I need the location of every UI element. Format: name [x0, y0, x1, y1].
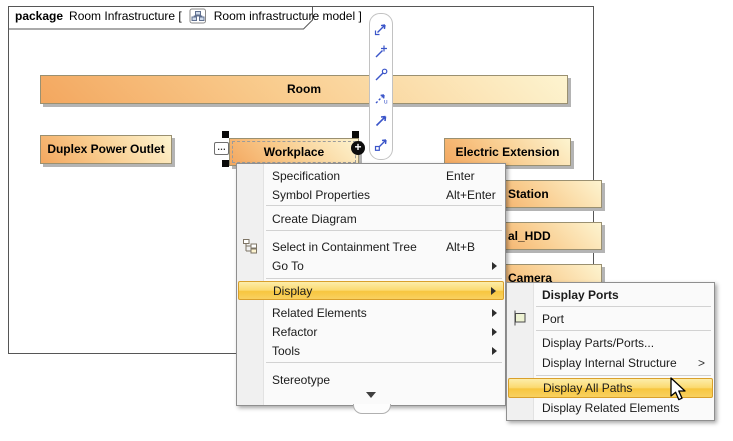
frame-keyword: package: [15, 9, 64, 23]
smart-add-button[interactable]: +: [351, 141, 365, 155]
node-duplex-power-outlet[interactable]: Duplex Power Outlet: [40, 135, 172, 164]
menu-item-display[interactable]: Display: [238, 281, 504, 300]
class-diagram-icon: [189, 8, 207, 24]
submenu-item-display-parts-ports[interactable]: Display Parts/Ports...: [542, 336, 655, 350]
menu-separator: [266, 362, 502, 363]
menu-item-stereotype[interactable]: Stereotype: [272, 372, 331, 387]
selection-handle-top-right[interactable]: [352, 131, 359, 138]
dependency-arrow-icon[interactable]: [373, 113, 389, 129]
usage-dependency-icon[interactable]: u: [373, 90, 389, 106]
menu-item-tools[interactable]: Tools: [238, 341, 504, 360]
workplace-label: Workplace: [263, 145, 325, 159]
port-icon: [511, 310, 529, 331]
menu-separator: [266, 278, 502, 279]
menu-separator: [536, 306, 711, 307]
shortcut-label: Enter: [446, 168, 475, 183]
submenu-arrow-icon: [492, 308, 497, 317]
provided-interface-icon[interactable]: [373, 67, 389, 83]
selection-handle-top-left[interactable]: [222, 131, 229, 138]
menu-separator: [266, 230, 502, 231]
node-electric-extension[interactable]: Electric Extension: [444, 138, 571, 166]
menu-scroll-bump: [353, 404, 391, 414]
menu-separator: [536, 375, 711, 376]
diagram-name: Room infrastructure model ]: [213, 9, 362, 23]
compartments-button[interactable]: …: [214, 142, 229, 155]
submenu-item-display-all-paths[interactable]: Display All Paths: [508, 378, 713, 398]
submenu-item-display-internal-structure[interactable]: Display Internal Structure >: [542, 356, 705, 370]
submenu-arrow-icon: [492, 327, 497, 336]
menu-item-symbol-properties[interactable]: Symbol Properties Alt+Enter: [272, 187, 496, 202]
menu-separator: [266, 205, 502, 206]
node-workplace[interactable]: Workplace: [229, 138, 359, 166]
menu-item-related-elements[interactable]: Related Elements: [238, 303, 504, 322]
submenu-arrow-icon: [492, 346, 497, 355]
mouse-cursor-icon: [669, 377, 689, 410]
package-name: Room Infrastructure [: [69, 9, 182, 23]
node-room[interactable]: Room: [40, 75, 568, 104]
shortcut-label: Alt+B: [446, 239, 476, 254]
frame-header: package Room Infrastructure [ Room infra…: [15, 8, 362, 24]
containment-tree-icon: [242, 238, 258, 259]
menu-separator: [536, 330, 711, 331]
menu-item-go-to[interactable]: Go To: [238, 256, 504, 275]
menu-item-create-diagram[interactable]: Create Diagram: [272, 211, 357, 226]
new-association-icon[interactable]: [373, 21, 389, 37]
submenu-arrow-icon: [491, 286, 496, 295]
submenu-arrow-icon: [492, 261, 497, 270]
menu-item-specification[interactable]: Specification Enter: [272, 168, 475, 183]
menu-item-refactor[interactable]: Refactor: [238, 322, 504, 341]
scroll-down-icon: [366, 392, 376, 398]
menu-scroll-down[interactable]: [238, 390, 504, 401]
submenu-chevron-icon: >: [697, 356, 705, 370]
connector-icon[interactable]: [373, 136, 389, 152]
attach-link-icon[interactable]: [373, 44, 389, 60]
menu-item-select-in-containment-tree[interactable]: Select in Containment Tree Alt+B: [272, 239, 476, 254]
submenu-item-display-related-elements[interactable]: Display Related Elements: [542, 400, 680, 415]
svg-text:u: u: [384, 99, 388, 106]
selection-dashed-border: [232, 141, 356, 163]
shortcut-label: Alt+Enter: [446, 187, 496, 202]
smart-manipulator-toolbar: u: [369, 13, 393, 160]
submenu-item-display-ports[interactable]: Display Ports: [542, 288, 619, 302]
frame-header-tab: [8, 6, 314, 30]
context-menu: Specification Enter Symbol Properties Al…: [236, 163, 506, 414]
submenu-item-port[interactable]: Port: [542, 312, 565, 326]
selection-handle-bottom-left[interactable]: [222, 160, 229, 167]
